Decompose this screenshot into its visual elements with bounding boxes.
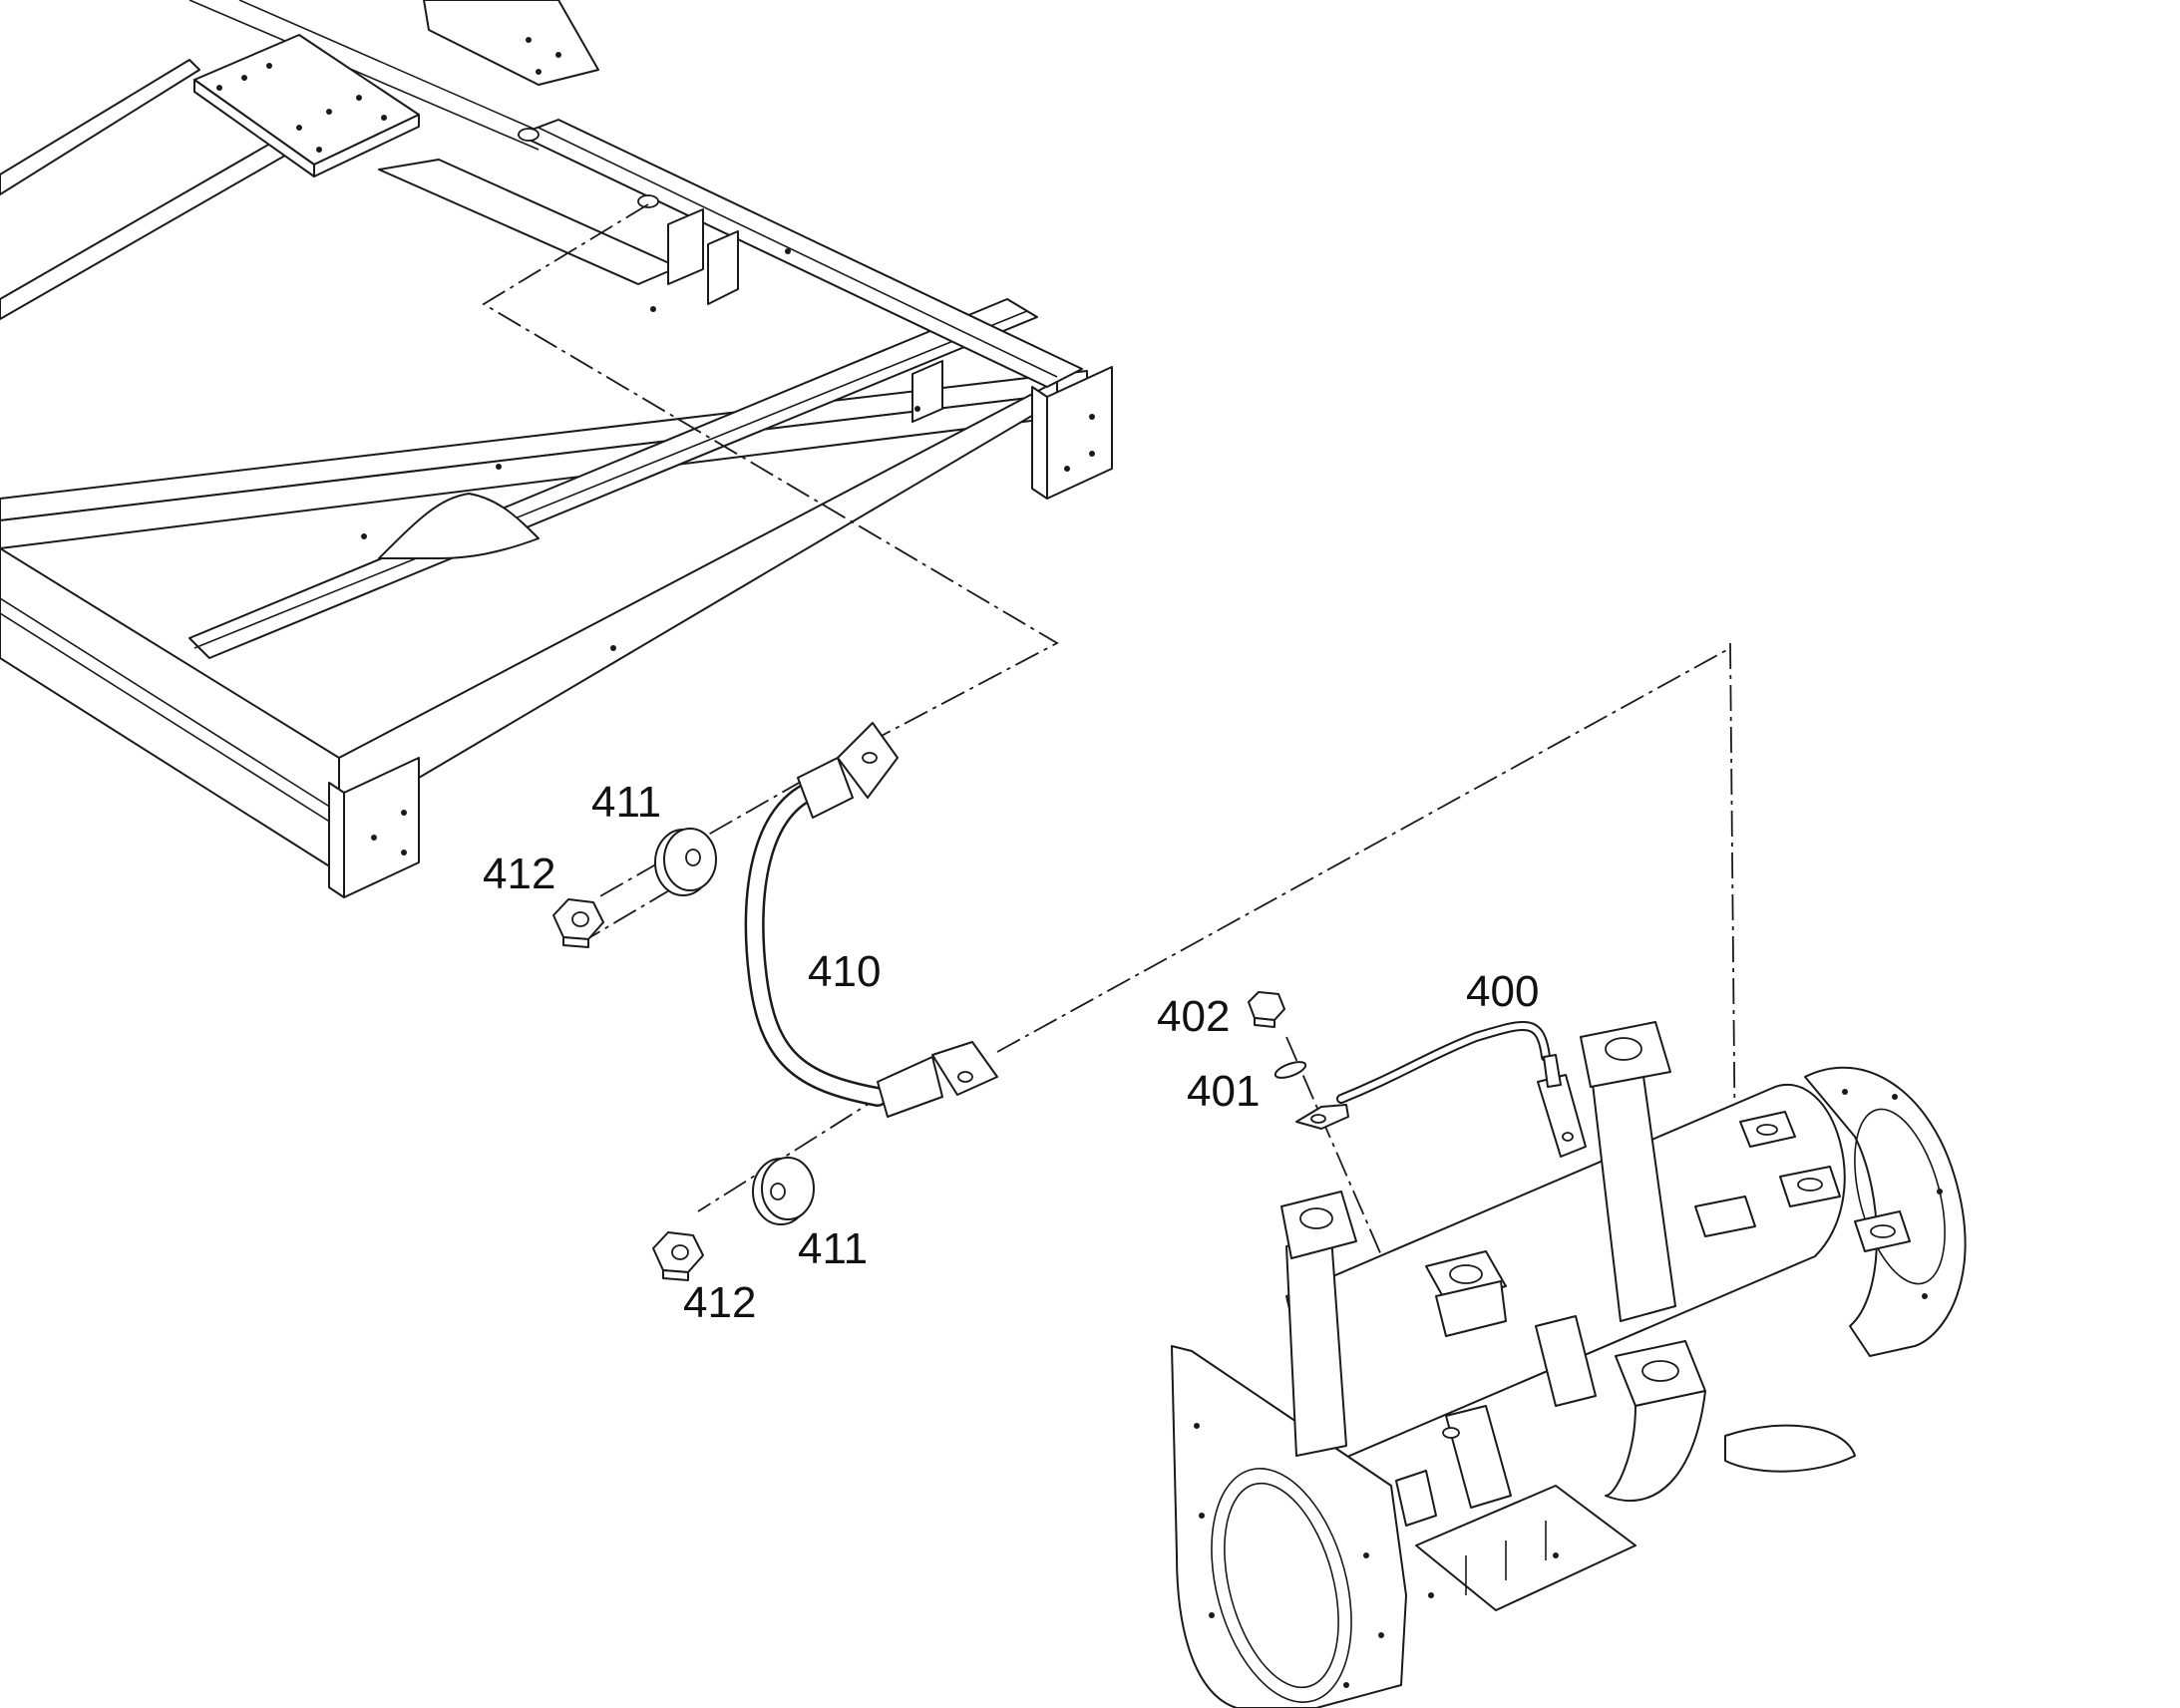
cross-member-bracket xyxy=(378,493,540,559)
ground-bracket xyxy=(1445,1405,1512,1509)
callout-411-bottom: 411 xyxy=(798,1224,869,1273)
nut-412-top xyxy=(552,898,604,948)
flange-left xyxy=(1171,1345,1407,1708)
lower-plate xyxy=(1415,1485,1636,1611)
nut-402 xyxy=(1248,991,1285,1028)
washer-401 xyxy=(1273,1061,1307,1079)
cable-lug-bottom xyxy=(931,1041,998,1096)
axle-tube xyxy=(1285,1083,1846,1467)
callout-412-bottom: 412 xyxy=(683,1278,757,1327)
axle-housing xyxy=(1171,1021,1967,1708)
callout-402: 402 xyxy=(1157,992,1231,1041)
callout-400: 400 xyxy=(1466,967,1540,1016)
vehicle-frame xyxy=(0,0,1113,898)
mounting-plate xyxy=(193,34,420,166)
pipe-left xyxy=(1285,1235,1347,1457)
upper-plate xyxy=(423,0,599,86)
ground-strap-400 xyxy=(1295,1021,1587,1158)
nut-412-bottom xyxy=(652,1231,704,1281)
washer-411-bottom xyxy=(752,1157,815,1225)
washer-411-top xyxy=(654,828,717,896)
callout-411-top: 411 xyxy=(591,778,662,827)
callout-410: 410 xyxy=(808,947,882,996)
callout-412-top: 412 xyxy=(483,850,556,898)
callout-401: 401 xyxy=(1187,1067,1261,1116)
ground-cable-410 xyxy=(744,722,998,1118)
